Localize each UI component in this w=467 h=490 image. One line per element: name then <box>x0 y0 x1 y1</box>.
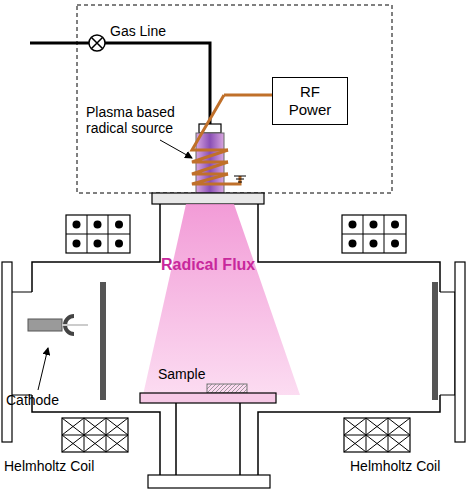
rf-coil <box>192 95 272 184</box>
valve-cross <box>92 38 103 49</box>
port-flange <box>2 262 12 442</box>
sample-label: Sample <box>158 366 205 382</box>
port-wall <box>440 292 455 395</box>
coil-section <box>66 215 406 253</box>
top-flange <box>152 193 264 204</box>
sample-stage <box>140 393 276 403</box>
port-flange <box>455 262 465 442</box>
shield-plate <box>100 282 106 400</box>
valve-symbol <box>89 35 105 51</box>
leader-line <box>38 348 48 390</box>
leader-line <box>160 140 192 158</box>
base-flange <box>148 475 270 488</box>
chamber-wall <box>32 204 440 475</box>
box-label: RF Power <box>284 83 336 119</box>
coil-label: Helmholtz Coil <box>350 458 440 474</box>
source-label: Plasma based radical source <box>86 104 186 136</box>
rf-power-box: RF Power <box>272 77 348 125</box>
node-text-group: RF Power <box>284 83 336 119</box>
sample <box>207 384 247 393</box>
gas-line-label: Gas Line <box>110 23 166 39</box>
cathode-rod <box>28 319 62 331</box>
source-enclosure <box>77 5 392 193</box>
stage-support <box>176 403 240 475</box>
radical-flux <box>143 204 300 395</box>
port-wall <box>12 292 32 395</box>
cathode-tip <box>62 324 88 326</box>
coil-section <box>62 418 410 452</box>
flux-label: Radical Flux <box>161 256 255 274</box>
cathode-label: Cathode <box>6 392 59 408</box>
shield-plate <box>432 282 438 400</box>
ground-symbol <box>234 176 246 182</box>
coil-label: Helmholtz Coil <box>4 458 94 474</box>
